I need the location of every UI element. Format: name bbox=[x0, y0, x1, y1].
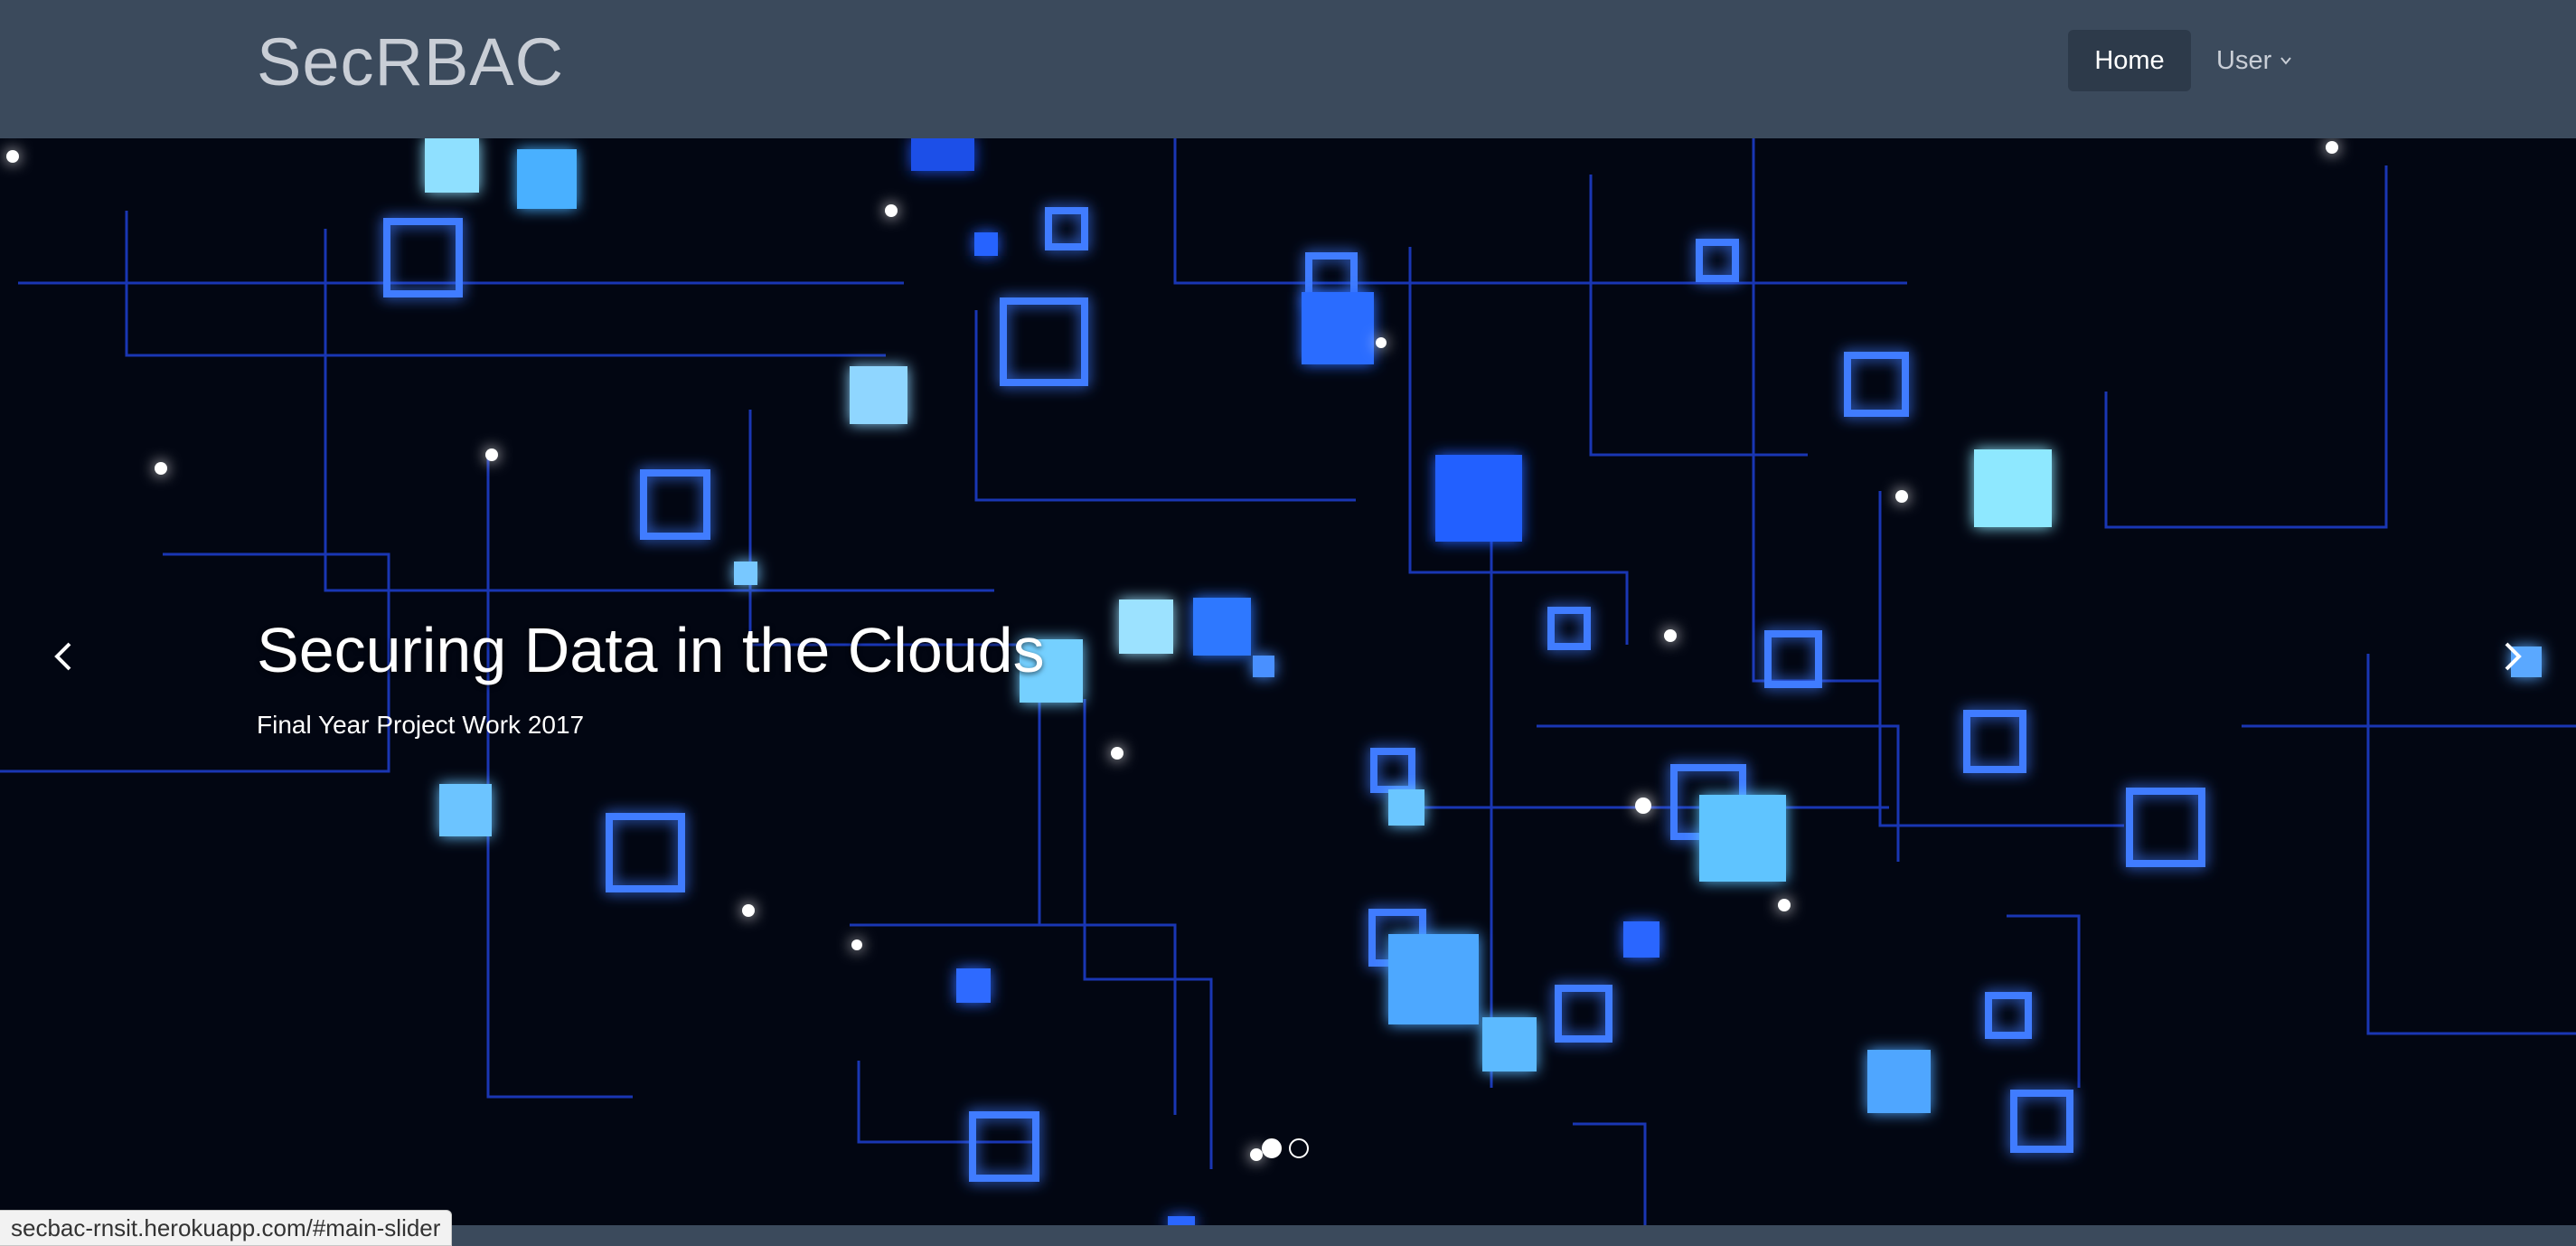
slide-title: Securing Data in the Clouds bbox=[257, 615, 1045, 685]
nav-user-label: User bbox=[2216, 45, 2272, 75]
chevron-left-icon bbox=[54, 642, 71, 671]
slider-indicators bbox=[1262, 1138, 1309, 1158]
browser-status-url: secbac-rnsit.herokuapp.com/#main-slider bbox=[0, 1210, 453, 1246]
navbar: SecRBAC Home User bbox=[0, 0, 2576, 138]
chevron-right-icon bbox=[2505, 642, 2522, 671]
nav-user-dropdown[interactable]: User bbox=[2216, 30, 2293, 91]
slider-indicator-1[interactable] bbox=[1262, 1138, 1282, 1158]
chevron-down-icon bbox=[2280, 57, 2292, 65]
slider-prev-button[interactable] bbox=[36, 629, 90, 684]
slide-subtitle: Final Year Project Work 2017 bbox=[257, 711, 585, 739]
page-bottom-strip bbox=[0, 1225, 2576, 1246]
main-slider: Securing Data in the Clouds Final Year P… bbox=[0, 138, 2576, 1225]
slider-next-button[interactable] bbox=[2486, 629, 2540, 684]
slide-caption: Securing Data in the Clouds Final Year P… bbox=[257, 616, 1045, 740]
slider-indicator-2[interactable] bbox=[1289, 1138, 1309, 1158]
brand-logo[interactable]: SecRBAC bbox=[257, 24, 565, 99]
nav-home-label: Home bbox=[2094, 45, 2165, 75]
circuit-background-image bbox=[0, 138, 2576, 1225]
nav-home-link[interactable]: Home bbox=[2068, 30, 2191, 91]
